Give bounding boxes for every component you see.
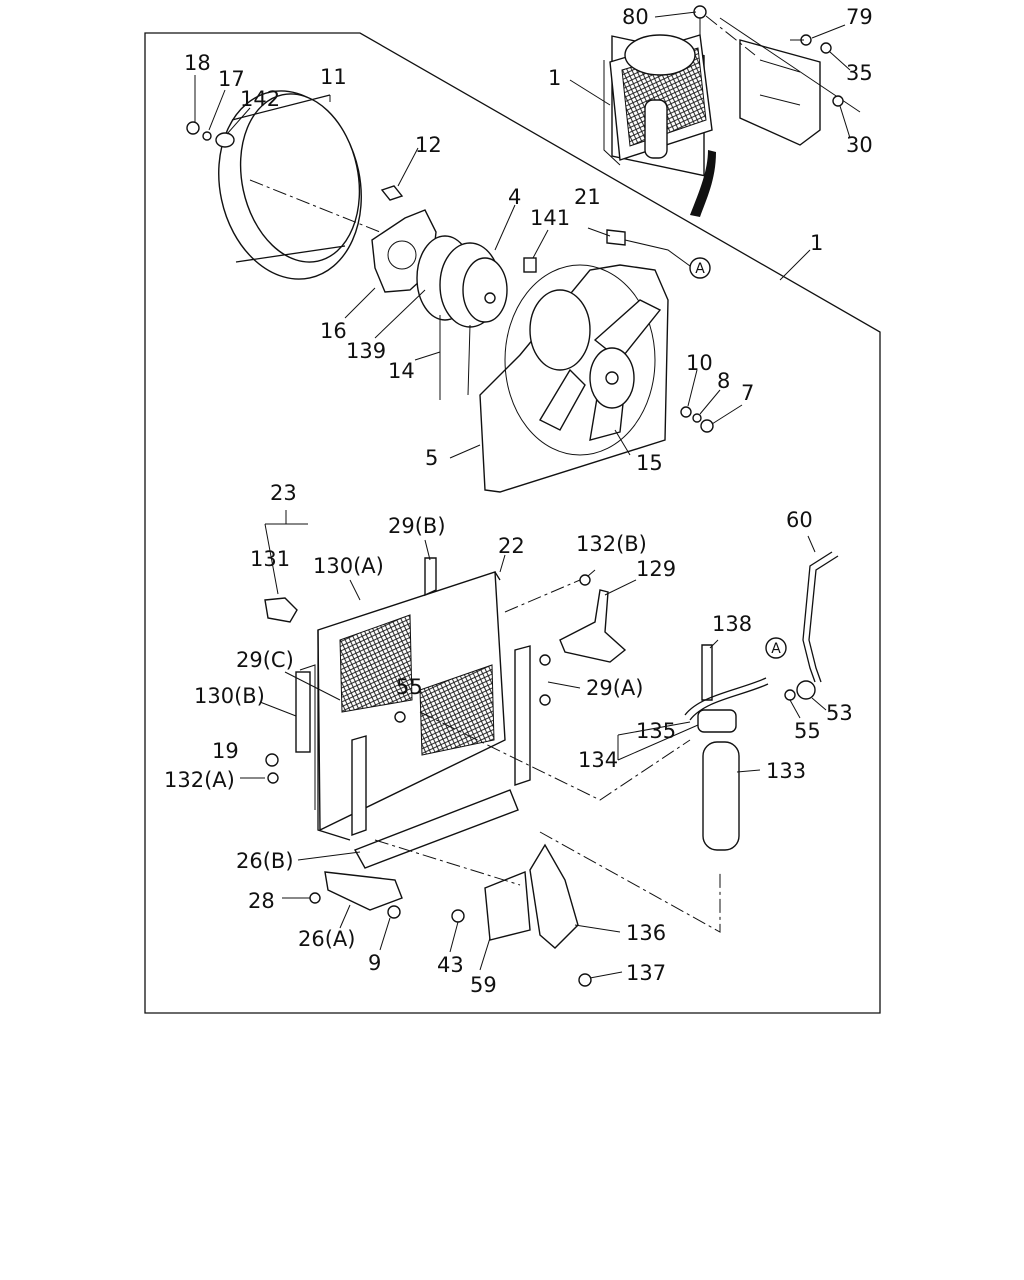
washer-132a: [267, 772, 279, 784]
label-4: 4: [508, 185, 521, 209]
label-130a: 130(A): [313, 554, 384, 578]
label-55a: 55: [396, 675, 423, 699]
label-26a: 26(A): [298, 927, 355, 951]
bolt-137: [578, 973, 592, 987]
bolt-138: [701, 644, 713, 701]
label-138: 138: [712, 612, 752, 636]
label-17: 17: [218, 67, 245, 91]
label-29a: 29(A): [586, 676, 643, 700]
label-136: 136: [626, 921, 666, 945]
label-28: 28: [248, 889, 275, 913]
pipe-60: [802, 551, 833, 683]
bracket-26a: [324, 871, 403, 911]
label-131: 131: [250, 547, 290, 571]
plate-142: [215, 132, 235, 148]
label-8: 8: [717, 369, 730, 393]
label-11: 11: [320, 65, 347, 89]
label-23: 23: [270, 481, 297, 505]
fan-shroud-ring: [218, 90, 381, 280]
oring-55a: [394, 711, 406, 723]
label-79: 79: [846, 5, 873, 29]
marker-a-1: A: [689, 257, 711, 279]
label-14: 14: [388, 359, 415, 383]
nut-18: [186, 121, 200, 135]
label-53: 53: [826, 701, 853, 725]
label-18: 18: [184, 51, 211, 75]
label-22: 22: [498, 534, 525, 558]
switch-21: [606, 229, 626, 246]
bolt-9: [387, 905, 401, 919]
hose-134: [684, 677, 767, 716]
bolt-28: [309, 892, 321, 904]
label-132b: 132(B): [576, 532, 647, 556]
label-9: 9: [368, 951, 381, 975]
label-135: 135: [636, 719, 676, 743]
diagram-frame: [144, 32, 881, 1014]
pressure-switch-131: [264, 597, 298, 623]
label-43: 43: [437, 953, 464, 977]
marker-a-1-text: A: [695, 261, 705, 277]
fan-shroud: [479, 264, 669, 493]
label-55b: 55: [794, 719, 821, 743]
label-12: 12: [415, 133, 442, 157]
marker-a-2: A: [765, 637, 787, 659]
clamp-136: [529, 843, 579, 949]
bracket-59: [484, 870, 531, 941]
washer-17: [202, 131, 212, 141]
label-129: 129: [636, 557, 676, 581]
label-134: 134: [578, 748, 618, 772]
nut-7: [700, 419, 714, 433]
fan-motor: [416, 235, 508, 400]
washer-132b: [579, 574, 591, 586]
label-60: 60: [786, 508, 813, 532]
label-21: 21: [574, 185, 601, 209]
label-130b: 130(B): [194, 684, 265, 708]
label-132a: 132(A): [164, 768, 235, 792]
label-1: 1: [810, 231, 823, 255]
label-139: 139: [346, 339, 386, 363]
nut-53: [796, 680, 816, 700]
label-141: 141: [530, 206, 570, 230]
label-1-top: 1: [548, 66, 561, 90]
condenser-core: [295, 557, 551, 841]
label-7: 7: [741, 381, 754, 405]
label-19: 19: [212, 739, 239, 763]
washer-10: [680, 406, 692, 418]
part-labels: 80 79 35 30 1 18 17 142 11 12 4 21 141 1…: [164, 5, 873, 997]
label-29b: 29(B): [388, 514, 446, 538]
leader-lines: [194, 11, 851, 979]
marker-a-2-text: A: [771, 641, 781, 657]
washer-8: [692, 413, 702, 423]
label-142: 142: [240, 87, 280, 111]
label-137: 137: [626, 961, 666, 985]
bolt-43: [451, 909, 465, 923]
label-35: 35: [846, 61, 873, 85]
label-16: 16: [320, 319, 347, 343]
label-80: 80: [622, 5, 649, 29]
nut-19: [265, 753, 279, 767]
label-59: 59: [470, 973, 497, 997]
label-29c: 29(C): [236, 648, 294, 672]
label-5: 5: [425, 446, 438, 470]
label-10: 10: [686, 351, 713, 375]
bracket-129: [559, 589, 627, 663]
mounting-base: [353, 789, 519, 869]
oring-55b: [784, 689, 796, 701]
label-26b: 26(B): [236, 849, 294, 873]
clip-141: [523, 257, 537, 273]
receiver-drier-133: [697, 709, 740, 851]
assembly-arrow: [690, 150, 716, 217]
label-15: 15: [636, 451, 663, 475]
label-30: 30: [846, 133, 873, 157]
label-133: 133: [766, 759, 806, 783]
bolt-12: [380, 185, 404, 201]
inset-condenser-assembly: [603, 5, 861, 217]
